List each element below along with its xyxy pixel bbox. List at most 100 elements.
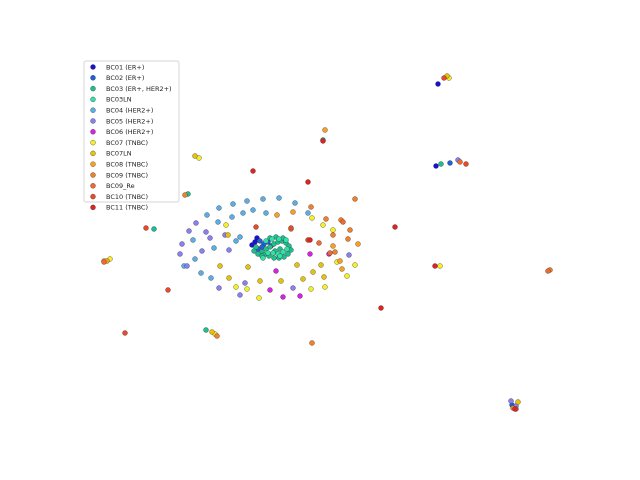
legend-label-9: BC07LN: [106, 150, 132, 158]
data-point-5-7: [292, 200, 298, 206]
legend-marker-2: [90, 75, 96, 81]
data-point-9-6: [321, 274, 327, 280]
data-point-14-5: [378, 305, 384, 311]
data-point-9-8: [294, 262, 300, 268]
data-point-9-10: [217, 263, 223, 269]
data-point-6-3: [179, 241, 185, 247]
data-point-5-16: [192, 256, 198, 262]
data-point-4-2: [269, 236, 275, 242]
data-point-11-6: [330, 232, 336, 238]
data-point-7-2: [280, 294, 286, 300]
data-point-10-1: [330, 243, 336, 249]
data-point-1-5: [433, 163, 439, 169]
legend-marker-6: [90, 118, 96, 124]
data-point-6-1: [193, 220, 199, 226]
data-point-3-26: [151, 226, 157, 232]
data-point-11-7: [332, 249, 338, 255]
data-point-13-7: [441, 75, 447, 81]
data-point-6-14: [207, 235, 213, 241]
legend-marker-3: [90, 85, 96, 92]
legend-marker-14: [90, 204, 96, 211]
data-point-5-10: [263, 210, 269, 216]
data-point-12-6: [545, 268, 551, 274]
data-point-3-25: [203, 327, 209, 333]
data-point-2-7: [447, 160, 453, 166]
data-point-6-12: [226, 247, 232, 253]
legend-marker-10: [90, 161, 96, 167]
data-point-5-19: [240, 210, 246, 216]
data-point-11-9: [309, 340, 315, 346]
data-point-5-11: [237, 234, 243, 240]
data-point-8-6: [320, 222, 326, 228]
data-point-14-8: [320, 138, 326, 144]
data-point-5-1: [204, 212, 210, 218]
data-point-6-18: [346, 252, 352, 258]
data-point-11-11: [182, 192, 188, 198]
legend-label-8: BC07 (TNBC): [106, 139, 148, 147]
data-point-5-3: [230, 201, 236, 207]
data-point-4-3: [276, 236, 282, 242]
data-point-3-13: [271, 255, 277, 261]
legend-label-5: BC04 (HER2+): [106, 107, 153, 115]
data-point-13-2: [288, 225, 294, 231]
data-point-12-2: [316, 240, 322, 246]
data-point-5-17: [208, 275, 214, 281]
data-point-6-16: [508, 398, 514, 404]
data-point-14-3: [307, 237, 313, 243]
data-point-6-2: [186, 228, 192, 234]
data-point-9-16: [515, 399, 521, 405]
data-point-13-5: [122, 330, 128, 336]
data-point-1-4: [435, 81, 441, 87]
data-point-9-4: [300, 276, 306, 282]
data-point-10-3: [339, 266, 345, 272]
data-point-11-12: [214, 333, 220, 339]
data-point-7-5: [307, 251, 313, 257]
data-point-8-17: [344, 273, 350, 279]
data-point-5-14: [190, 237, 196, 243]
data-point-5-20: [229, 214, 235, 220]
legend-marker-12: [90, 183, 96, 189]
data-point-11-5: [345, 236, 351, 242]
data-point-10-6: [290, 209, 296, 215]
data-point-8-10: [308, 286, 314, 292]
data-point-6-4: [177, 251, 183, 257]
data-point-8-5: [309, 215, 315, 221]
legend-frame: [83, 60, 180, 203]
data-point-5-13: [211, 245, 217, 251]
data-point-11-2: [323, 216, 329, 222]
legend-label-7: BC06 (HER2+): [106, 128, 153, 136]
data-point-8-4: [223, 222, 229, 228]
legend-marker-1: [90, 64, 96, 70]
data-point-6-11: [290, 285, 296, 291]
data-point-5-18: [198, 270, 204, 276]
data-point-5-12: [233, 238, 239, 244]
data-point-5-21: [215, 219, 221, 225]
data-point-3-28: [438, 161, 444, 167]
legend-marker-11: [90, 172, 96, 178]
legend-label-4: BC03LN: [106, 96, 132, 104]
data-point-9-11: [225, 232, 231, 238]
data-point-4-1: [263, 238, 269, 244]
data-point-14-1: [305, 179, 311, 185]
data-point-4-10: [260, 255, 266, 261]
data-point-9-1: [226, 275, 232, 281]
legend-marker-13: [90, 193, 96, 200]
data-point-9-5: [310, 269, 316, 275]
data-point-14-4: [392, 224, 398, 230]
data-point-4-11: [277, 253, 283, 259]
data-point-14-7: [512, 406, 518, 412]
data-point-13-8: [463, 161, 469, 167]
data-point-14-2: [250, 168, 256, 174]
legend-label-13: BC10 (TNBC): [106, 193, 148, 201]
data-point-9-3: [278, 278, 284, 284]
data-point-8-2: [244, 286, 250, 292]
data-point-6-7: [203, 229, 209, 235]
data-point-5-6: [276, 195, 282, 201]
data-point-3-18: [253, 244, 259, 250]
data-point-6-8: [216, 285, 222, 291]
data-point-6-9: [237, 292, 243, 298]
data-point-4-5: [265, 250, 271, 256]
data-point-12-3: [340, 219, 346, 225]
data-points: [101, 73, 553, 412]
data-point-11-8: [352, 196, 358, 202]
